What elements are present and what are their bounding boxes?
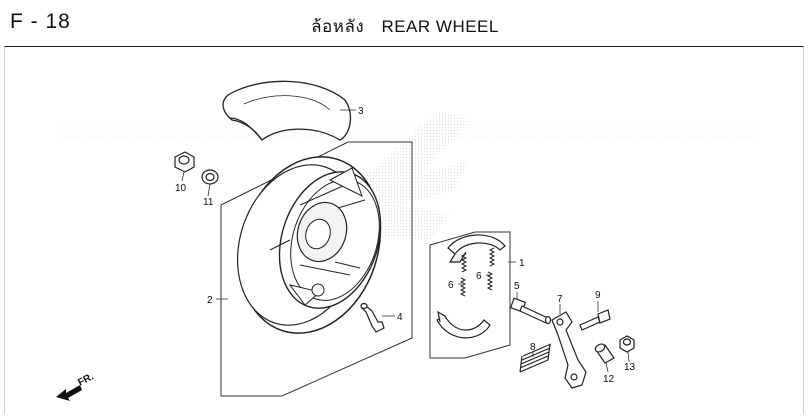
collar-part <box>594 343 615 364</box>
washer-part <box>201 169 219 185</box>
arrow-front-icon <box>56 385 82 401</box>
page-code: F - 18 <box>10 10 71 33</box>
callout-12: 12 <box>603 374 615 385</box>
return-spring-part <box>519 343 552 373</box>
callout-11: 11 <box>203 197 214 208</box>
callout-6a: 6 <box>448 280 454 291</box>
lock-nut-part <box>619 335 635 353</box>
leader-lines <box>181 109 630 373</box>
brake-shoe-set-box <box>429 231 511 359</box>
callout-5: 5 <box>514 281 520 292</box>
callout-1: 1 <box>519 258 525 269</box>
wheel-rim-part <box>236 156 382 334</box>
brake-arm-part <box>551 311 587 389</box>
title-thai: ล้อหลัง <box>311 17 365 36</box>
callout-9: 9 <box>595 290 601 301</box>
brake-shoe-part <box>436 234 506 339</box>
diagram-frame <box>4 46 804 414</box>
title-english: REAR WHEEL <box>381 17 499 36</box>
page-title: ล้อหลัง REAR WHEEL <box>0 13 810 40</box>
wing-logo-watermark <box>60 110 760 240</box>
callout-4: 4 <box>397 312 403 323</box>
callout-2: 2 <box>207 295 213 306</box>
callout-8: 8 <box>530 342 536 353</box>
callout-6b: 6 <box>476 271 482 282</box>
tire-part <box>222 80 352 141</box>
wheel-assembly-box <box>220 141 413 397</box>
callout-10: 10 <box>175 183 187 194</box>
callout-13: 13 <box>624 362 636 373</box>
brake-cam-part <box>509 297 552 325</box>
page-header: F - 18 ล้อหลัง REAR WHEEL <box>0 0 810 44</box>
callout-7: 7 <box>557 294 563 305</box>
direction-label: FR. <box>76 371 96 388</box>
callout-3: 3 <box>358 106 364 117</box>
valve-stem-part <box>360 302 385 333</box>
bolt-part <box>579 309 611 331</box>
nut-part <box>174 151 195 173</box>
